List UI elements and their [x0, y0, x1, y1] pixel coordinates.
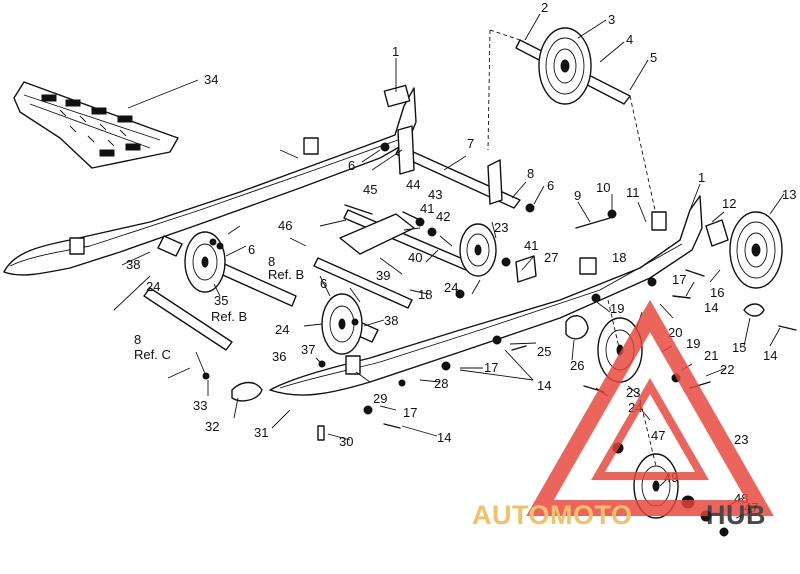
left-rail	[3, 84, 417, 276]
callout-label: 21	[704, 348, 718, 363]
callout-label: 29	[373, 391, 387, 406]
callout-label: 14	[537, 378, 551, 393]
callout-label: 15	[732, 340, 746, 355]
callout-label: 6	[320, 276, 327, 291]
callout-label: 35	[214, 293, 228, 308]
callout-label: 44	[406, 177, 420, 192]
assembly-lines	[487, 29, 657, 467]
callout-label: 17	[403, 405, 417, 420]
callout-label: 24	[275, 322, 289, 337]
callout-label: 32	[205, 419, 219, 434]
callout-label: 23	[626, 385, 640, 400]
callout-label: 41	[524, 238, 538, 253]
watermark-inner-triangle-icon	[591, 378, 709, 480]
brackets-and-hardware	[202, 125, 797, 537]
callout-label: 27	[544, 250, 558, 265]
callout-label: 1	[698, 170, 705, 185]
callout-label: 2	[541, 0, 548, 15]
callout-label: Ref. B	[211, 309, 247, 324]
callout-label: 34	[204, 72, 218, 87]
callout-label: 6	[348, 158, 355, 173]
callout-label: 24	[146, 279, 160, 294]
callout-label: 8	[527, 166, 534, 181]
callout-label: 17	[672, 272, 686, 287]
callout-label: 47	[651, 428, 665, 443]
callout-label: 23	[494, 220, 508, 235]
callout-label: 45	[363, 182, 377, 197]
callout-label: 37	[301, 342, 315, 357]
callout-label: 46	[278, 218, 292, 233]
callout-label: 7	[467, 136, 474, 151]
callout-label: 36	[272, 349, 286, 364]
watermark: AUTOMOTO HUB	[472, 299, 774, 530]
callout-label: 14	[704, 300, 718, 315]
callout-label: 12	[722, 196, 736, 211]
callout-label: 24	[444, 280, 458, 295]
callout-label: Ref. B	[268, 267, 304, 282]
callout-label: 18	[418, 287, 432, 302]
callout-label: 19	[686, 336, 700, 351]
watermark-triangle-icon	[526, 299, 774, 516]
watermark-word-right: HUB	[706, 500, 766, 530]
callout-label: 18	[612, 250, 626, 265]
callout-label: 33	[193, 398, 207, 413]
callout-label: 25	[537, 344, 551, 359]
callout-label: 41	[420, 201, 434, 216]
callout-label: 13	[782, 187, 796, 202]
callout-label: 8	[268, 254, 275, 269]
idler-wheels	[184, 27, 783, 519]
callout-label: 38	[384, 313, 398, 328]
right-rail	[269, 195, 703, 396]
callout-label: Ref. C	[134, 347, 171, 362]
callout-label: 23	[734, 432, 748, 447]
callout-label: 31	[254, 425, 268, 440]
callout-label: 5	[650, 50, 657, 65]
callout-label: 38	[126, 257, 140, 272]
watermark-word-left: AUTOMOTO	[472, 500, 633, 530]
callout-label: 14	[437, 430, 451, 445]
callout-label: 28	[434, 376, 448, 391]
callout-label: 42	[436, 209, 450, 224]
track-clip-strip	[13, 81, 179, 169]
callout-label: 6	[547, 178, 554, 193]
callout-label: 19	[610, 301, 624, 316]
leader-lines	[113, 13, 785, 519]
callout-label: 43	[428, 187, 442, 202]
callout-label: 1	[392, 44, 399, 59]
callout-label: 9	[574, 188, 581, 203]
callout-label: 17	[484, 360, 498, 375]
callout-label: 10	[596, 180, 610, 195]
callout-label: 26	[570, 358, 584, 373]
callout-label: 20	[668, 325, 682, 340]
callout-label: 8	[134, 332, 141, 347]
callout-label: 11	[626, 185, 640, 200]
callout-label: 22	[720, 362, 734, 377]
callout-label: 3	[608, 12, 615, 27]
callout-label: 30	[339, 434, 353, 449]
callout-label: 39	[376, 268, 390, 283]
callout-label: 40	[408, 250, 422, 265]
callout-label: 4	[626, 32, 633, 47]
callout-label: 6	[248, 242, 255, 257]
callout-label: 14	[763, 348, 777, 363]
callout-label: 16	[710, 285, 724, 300]
